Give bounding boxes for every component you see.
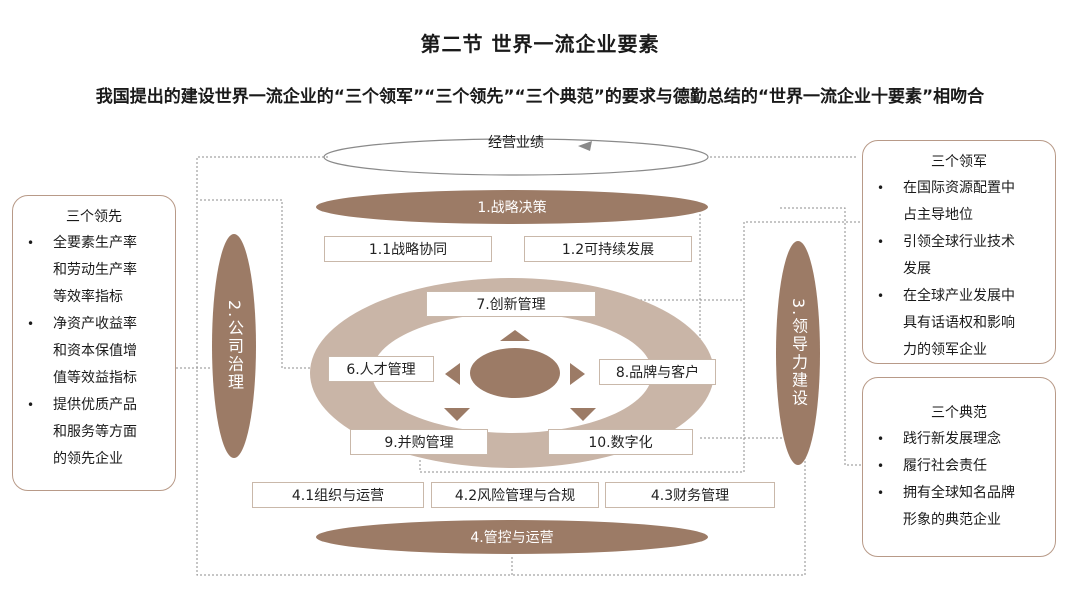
panel-lead-title: 三个领先	[66, 209, 122, 225]
arrow-down-left-icon	[444, 408, 470, 421]
governance-label: 2.公司治理	[225, 300, 244, 392]
control-label: 4.管控与运营	[470, 530, 554, 546]
arrow-head-icon	[578, 141, 592, 151]
governance-pill	[212, 234, 256, 458]
control-item-finance: 4.3财务管理	[605, 482, 775, 508]
strategy-pill	[316, 190, 708, 224]
panel-lead: 三个领先 全要素生产率 和劳动生产率 等效率指标 净资产收益率 和资本保值增 值…	[12, 195, 176, 491]
core-item-brand: 8.品牌与客户	[599, 359, 716, 385]
panel-army-title: 三个领军	[931, 154, 987, 170]
panel-lead-item: 净资产收益率 和资本保值增 值等效益指标	[27, 311, 167, 392]
strategy-item-sustainability: 1.2可持续发展	[524, 236, 692, 262]
panel-army-item: 引领全球行业技术 发展	[877, 229, 1047, 283]
control-item-organization: 4.1组织与运营	[252, 482, 424, 508]
arrow-up-icon	[500, 330, 530, 341]
leadership-label: 3.领导力建设	[789, 298, 808, 408]
core-item-innovation: 7.创新管理	[426, 291, 596, 317]
page-title: 第二节 世界一流企业要素	[420, 32, 660, 56]
leadership-pill	[776, 241, 820, 465]
performance-ellipse	[323, 138, 709, 176]
arrow-down-right-icon	[570, 408, 596, 421]
arrow-right-icon	[570, 363, 585, 385]
strategy-item-synergy: 1.1战略协同	[324, 236, 492, 262]
strategy-label: 1.战略决策	[477, 200, 547, 216]
center-ellipse	[470, 348, 560, 398]
core-item-digital: 10.数字化	[548, 429, 693, 455]
panel-model-item: 拥有全球知名品牌 形象的典范企业	[877, 480, 1047, 534]
panel-lead-item: 提供优质产品 和服务等方面 的领先企业	[27, 392, 167, 473]
panel-army-item: 在全球产业发展中 具有话语权和影响 力的领军企业	[877, 283, 1047, 364]
panel-army: 三个领军 在国际资源配置中 占主导地位 引领全球行业技术 发展 在全球产业发展中…	[862, 140, 1056, 364]
panel-lead-item: 全要素生产率 和劳动生产率 等效率指标	[27, 230, 167, 311]
page-subtitle: 我国提出的建设世界一流企业的“三个领军”“三个领先”“三个典范”的要求与德勤总结…	[95, 87, 985, 107]
panel-model-item: 履行社会责任	[877, 453, 1047, 480]
panel-army-item: 在国际资源配置中 占主导地位	[877, 175, 1047, 229]
panel-model: 三个典范 践行新发展理念 履行社会责任 拥有全球知名品牌 形象的典范企业	[862, 377, 1056, 557]
core-item-talent: 6.人才管理	[328, 356, 434, 382]
arrow-left-icon	[445, 363, 460, 385]
performance-label: 经营业绩	[488, 135, 544, 151]
panel-model-item: 践行新发展理念	[877, 426, 1047, 453]
core-item-mna: 9.并购管理	[350, 429, 488, 455]
control-pill	[316, 520, 708, 554]
panel-model-title: 三个典范	[931, 405, 987, 421]
control-item-risk: 4.2风险管理与合规	[431, 482, 599, 508]
